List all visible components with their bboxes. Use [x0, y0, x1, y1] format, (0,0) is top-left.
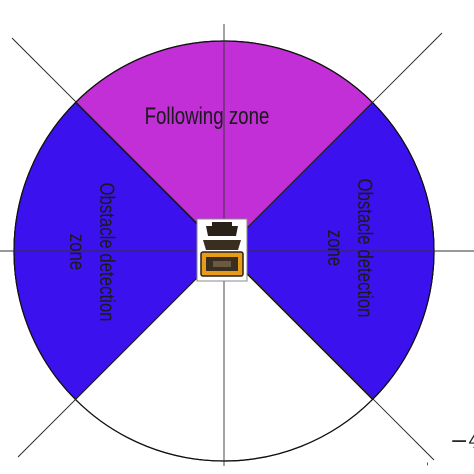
corner-axis-text: −4 — [450, 429, 474, 454]
robot-icon — [196, 218, 248, 282]
left-zone-label-line1: Obstacle detection — [94, 182, 117, 321]
corner-tick-mark: ' — [426, 462, 429, 473]
right-zone-label-group: Obstacle detection zone — [322, 178, 375, 317]
left-zone-label-group: Obstacle detection zone — [64, 182, 117, 321]
following-zone-label: Following zone — [145, 103, 270, 130]
left-zone-label-line2: zone — [64, 234, 87, 270]
right-zone-label-line1: Obstacle detection — [352, 178, 375, 317]
right-zone-label-line2: zone — [322, 230, 345, 266]
